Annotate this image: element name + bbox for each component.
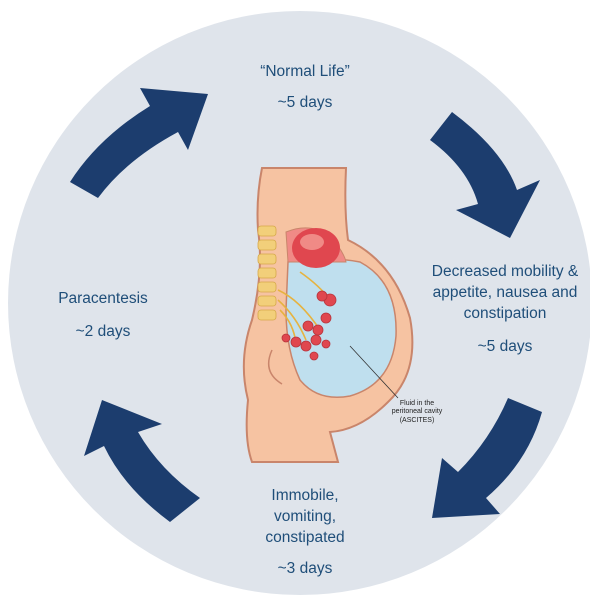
stage-duration: ~2 days [28,322,178,343]
stage-title-line: appetite, nausea and [412,283,590,304]
caption-line: Fluid in the [382,400,452,408]
caption-line: peritoneal cavity [382,408,452,416]
stage-label-normal-life: “Normal Life” ~5 days [200,62,410,114]
stage-label-immobile: Immobile, vomiting, constipated ~3 days [205,486,405,580]
caption-line: (ASCITES) [382,417,452,425]
stage-title-line: Decreased mobility & [412,262,590,283]
stage-label-paracentesis: Paracentesis ~2 days [28,289,178,343]
illustration-caption: Fluid in the peritoneal cavity (ASCITES) [382,400,452,425]
liver-highlight [300,234,324,250]
stage-title-line: constipated [205,528,405,549]
spine [258,226,276,320]
stage-title-line: Immobile, [205,486,405,507]
stage-title-line: Paracentesis [28,289,178,310]
stage-title-line: constipation [412,304,590,325]
stage-title-line: “Normal Life” [200,62,410,83]
stage-duration: ~3 days [205,559,405,580]
stage-title-line: vomiting, [205,507,405,528]
stage-duration: ~5 days [200,93,410,114]
stage-label-decreased-mobility: Decreased mobility & appetite, nausea an… [412,262,590,358]
peritoneal-fluid [286,259,396,397]
stage-duration: ~5 days [412,337,590,358]
